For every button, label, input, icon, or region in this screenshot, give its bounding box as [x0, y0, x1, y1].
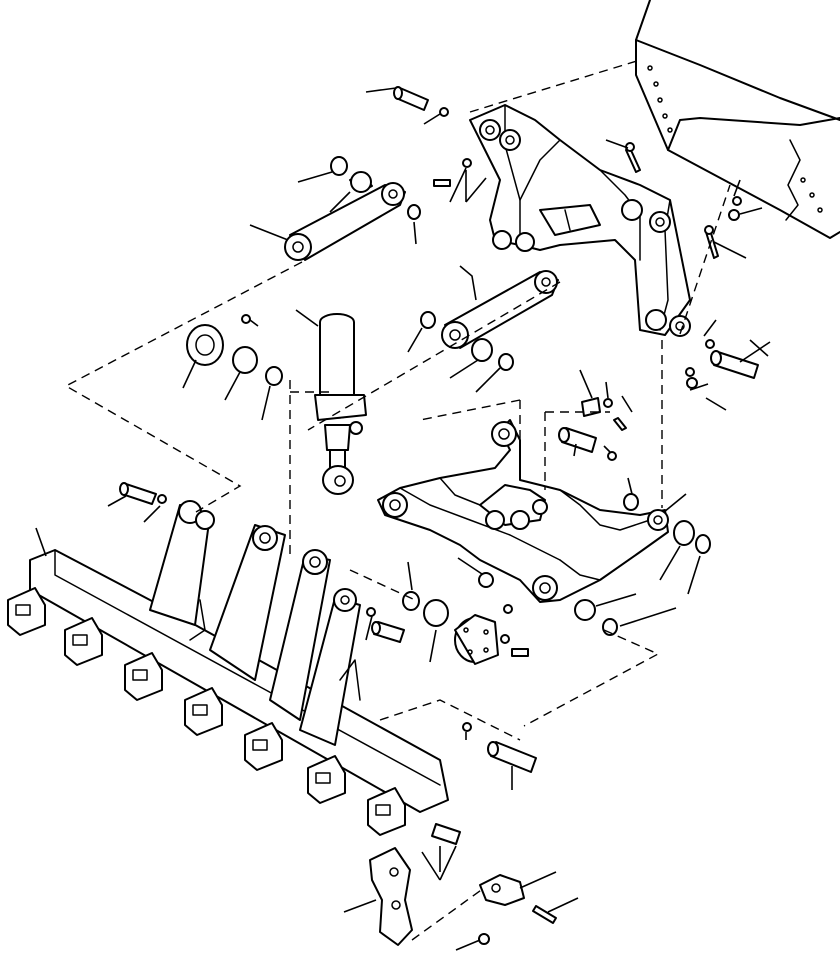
end-cap [454, 614, 499, 665]
lower-link-frame [377, 419, 669, 603]
blade-corner [635, 0, 840, 239]
upper-link-left [284, 182, 406, 261]
bolts [433, 142, 719, 924]
assembly-lines [64, 59, 731, 941]
ripper-shank [369, 847, 413, 946]
callout-leaders [35, 87, 771, 951]
pins [119, 86, 759, 845]
upper-pivot-bracket [469, 104, 691, 337]
upper-link-right [441, 270, 559, 349]
bushings [186, 171, 695, 627]
lift-cylinder [314, 313, 367, 495]
grease-fittings [157, 107, 742, 945]
ripper-beam [7, 500, 449, 836]
tooth-adapter [479, 874, 525, 906]
washers [265, 156, 711, 636]
